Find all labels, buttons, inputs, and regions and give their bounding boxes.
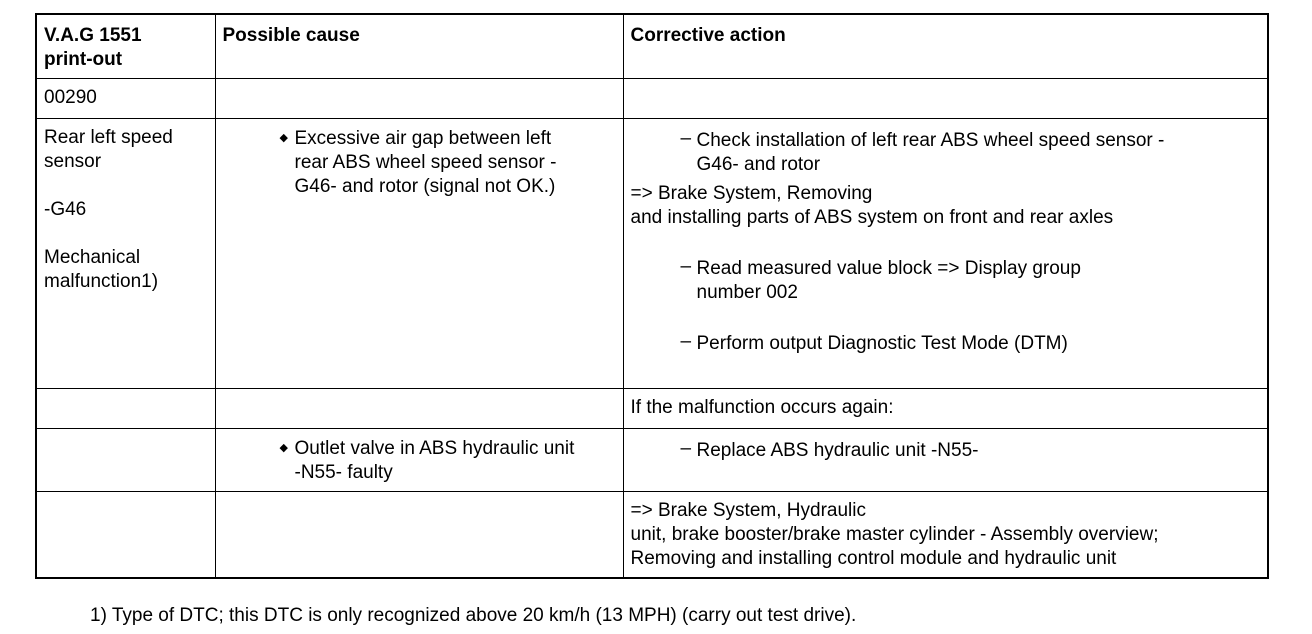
reference-cell: => Brake System, Hydraulic unit, brake b… bbox=[622, 491, 1269, 579]
diagnostic-table: V.A.G 1551 print-out Possible cause Corr… bbox=[35, 13, 1269, 579]
empty-cell bbox=[214, 78, 624, 119]
action-item: – Read measured value block => Display g… bbox=[631, 254, 1261, 305]
header-printout-line1: V.A.G 1551 bbox=[44, 25, 142, 46]
dash-bullet-icon: – bbox=[680, 438, 692, 459]
reference-link-line1[interactable]: => Brake System, Removing bbox=[630, 183, 873, 204]
if-malfunction-text: If the malfunction occurs again: bbox=[622, 388, 1269, 429]
action-cell: – Check installation of left rear ABS wh… bbox=[622, 118, 1269, 389]
component-line2: sensor bbox=[44, 151, 102, 172]
table-row: => Brake System, Hydraulic unit, brake b… bbox=[35, 491, 1269, 579]
footnote: 1) Type of DTC; this DTC is only recogni… bbox=[90, 605, 857, 626]
action-cell: – Replace ABS hydraulic unit -N55- bbox=[622, 428, 1269, 492]
empty-cell bbox=[35, 428, 216, 492]
empty-cell bbox=[622, 78, 1269, 119]
action3-line1: Perform output Diagnostic Test Mode (DTM… bbox=[696, 333, 1068, 354]
cause-cell: ◆ Outlet valve in ABS hydraulic unit -N5… bbox=[214, 428, 624, 492]
cause-line2: rear ABS wheel speed sensor - bbox=[294, 152, 557, 173]
cause-item: ◆ Outlet valve in ABS hydraulic unit -N5… bbox=[223, 436, 616, 485]
action2-line1: Read measured value block => Display gro… bbox=[696, 258, 1081, 279]
component-line1: Rear left speed bbox=[44, 127, 173, 148]
cause-cell: ◆ Excessive air gap between left rear AB… bbox=[214, 118, 624, 389]
action2-line2: number 002 bbox=[696, 282, 798, 303]
fault-line2: malfunction1) bbox=[44, 271, 159, 292]
action1-line2: G46- and rotor bbox=[696, 154, 821, 175]
reference-link-line1[interactable]: => Brake System, Hydraulic bbox=[630, 500, 866, 521]
header-possible-cause: Possible cause bbox=[214, 13, 624, 79]
table-row: 00290 bbox=[35, 78, 1269, 119]
table-row: Rear left speed sensor -G46 Mechanical m… bbox=[35, 118, 1269, 389]
valve-action: Replace ABS hydraulic unit -N55- bbox=[696, 440, 979, 461]
fault-line1: Mechanical bbox=[44, 247, 141, 268]
diamond-bullet-icon: ◆ bbox=[279, 442, 288, 454]
diamond-bullet-icon: ◆ bbox=[279, 132, 288, 144]
table-row: If the malfunction occurs again: bbox=[35, 388, 1269, 429]
header-printout: V.A.G 1551 print-out bbox=[35, 13, 216, 79]
component-id: -G46 bbox=[44, 199, 87, 220]
header-corrective-action: Corrective action bbox=[622, 13, 1269, 79]
dash-bullet-icon: – bbox=[680, 331, 692, 352]
table-header-row: V.A.G 1551 print-out Possible cause Corr… bbox=[35, 13, 1269, 79]
dash-bullet-icon: – bbox=[680, 256, 692, 277]
action-item: – Check installation of left rear ABS wh… bbox=[631, 126, 1261, 177]
cause-item: ◆ Excessive air gap between left rear AB… bbox=[223, 126, 616, 199]
valve-cause-line2: -N55- faulty bbox=[294, 462, 393, 483]
empty-cell bbox=[214, 388, 624, 429]
action1-line1: Check installation of left rear ABS whee… bbox=[696, 130, 1165, 151]
reference-link-line3[interactable]: Removing and installing control module a… bbox=[630, 548, 1117, 569]
component-cell: Rear left speed sensor -G46 Mechanical m… bbox=[35, 118, 216, 389]
dash-bullet-icon: – bbox=[680, 128, 692, 149]
action-item: – Replace ABS hydraulic unit -N55- bbox=[631, 436, 1261, 463]
empty-cell bbox=[214, 491, 624, 579]
empty-cell bbox=[35, 491, 216, 579]
empty-cell bbox=[35, 388, 216, 429]
action-item: – Perform output Diagnostic Test Mode (D… bbox=[631, 329, 1261, 356]
header-printout-line2: print-out bbox=[44, 49, 123, 70]
reference-link-line2[interactable]: and installing parts of ABS system on fr… bbox=[630, 207, 1114, 228]
dtc-code: 00290 bbox=[35, 78, 216, 119]
valve-cause-line1: Outlet valve in ABS hydraulic unit bbox=[294, 438, 575, 459]
table-row: ◆ Outlet valve in ABS hydraulic unit -N5… bbox=[35, 428, 1269, 492]
cause-line3: G46- and rotor (signal not OK.) bbox=[294, 176, 556, 197]
reference-link-line2[interactable]: unit, brake booster/brake master cylinde… bbox=[630, 524, 1159, 545]
cause-line1: Excessive air gap between left bbox=[294, 128, 552, 149]
